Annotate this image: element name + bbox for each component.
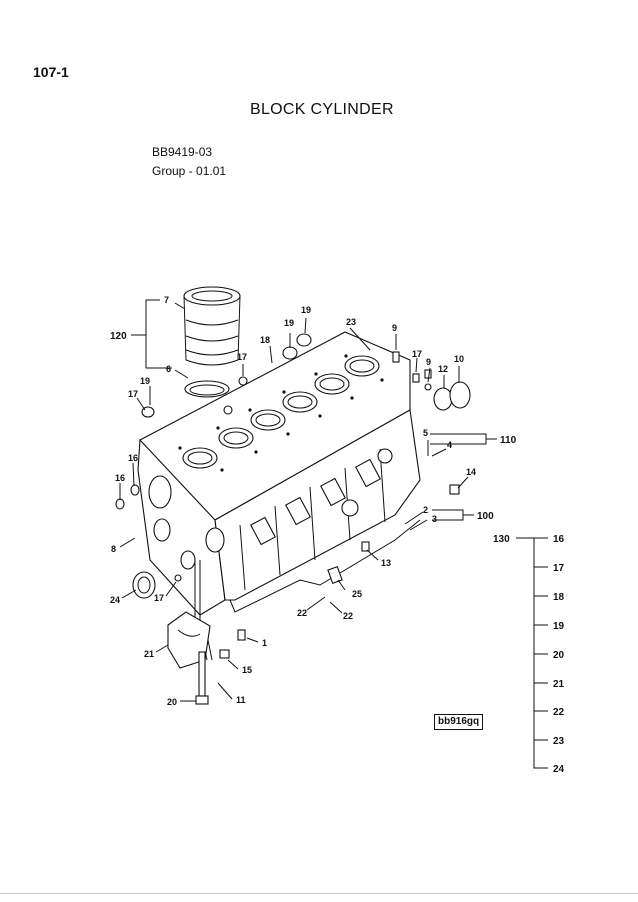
callout-labels: 7 6 120 18 19 19 17 23 9 17 9 12 10 19 1…: [110, 295, 565, 775]
callout-12: 12: [438, 364, 448, 374]
part-code: BB9419-03: [152, 145, 213, 159]
callout-19-b: 19: [301, 305, 311, 315]
kit-130-item-20: 20: [553, 650, 565, 661]
kit-130-item-21: 21: [553, 679, 565, 690]
callout-18: 18: [260, 335, 270, 345]
kit-130-item-16: 16: [553, 534, 565, 545]
cylinder-liner: [183, 286, 241, 366]
callout-22-b: 22: [343, 611, 353, 621]
callout-16-b: 16: [115, 473, 125, 483]
diagram-reference-id: bb916gq: [434, 714, 484, 730]
callout-17-c: 17: [128, 389, 138, 399]
long-bolt: [195, 651, 209, 705]
kit-130-item-23: 23: [553, 736, 565, 747]
callout-9-a: 9: [392, 323, 397, 333]
callout-7: 7: [164, 295, 169, 305]
callout-14: 14: [466, 467, 476, 477]
callout-13: 13: [381, 558, 391, 568]
callout-1: 1: [262, 638, 267, 648]
callout-8: 8: [111, 544, 116, 554]
kit-130-item-22: 22: [553, 707, 565, 718]
callout-100: 100: [477, 511, 494, 522]
kit-130-item-18: 18: [553, 592, 565, 603]
page-bottom-rule: [0, 893, 638, 894]
callout-25: 25: [352, 589, 362, 599]
page-number: 107-1: [33, 64, 69, 80]
callout-130: 130: [493, 534, 510, 545]
callout-17-a: 17: [237, 352, 247, 362]
callout-22-a: 22: [297, 608, 307, 618]
callout-3: 3: [432, 514, 437, 524]
kit-130-item-19: 19: [553, 621, 565, 632]
kit-130-item-17: 17: [553, 563, 565, 574]
leader-lines: [119, 299, 548, 769]
callout-110: 110: [500, 435, 517, 446]
callout-6: 6: [166, 364, 171, 374]
callout-11: 11: [236, 695, 246, 705]
small-plugs: [219, 351, 460, 659]
callout-9-b: 9: [426, 357, 431, 367]
callout-5: 5: [423, 428, 428, 438]
callout-10: 10: [454, 354, 464, 364]
kit-130-item-24: 24: [553, 764, 565, 775]
callout-24: 24: [110, 595, 120, 605]
group-code: Group - 01.01: [152, 164, 227, 178]
callout-19-a: 19: [284, 318, 294, 328]
callout-16-a: 16: [128, 453, 138, 463]
callout-17-d: 17: [154, 593, 164, 603]
callout-120: 120: [110, 331, 127, 342]
callout-2: 2: [423, 505, 428, 515]
callout-23: 23: [346, 317, 356, 327]
liner-o-ring: [184, 380, 230, 398]
callout-20: 20: [167, 697, 177, 707]
callout-17-b: 17: [412, 349, 422, 359]
callout-4: 4: [447, 440, 452, 450]
callout-15: 15: [242, 665, 252, 675]
engine-block-drawing: [137, 331, 421, 661]
page-title: BLOCK CYLINDER: [250, 101, 394, 118]
callout-21: 21: [144, 649, 154, 659]
callout-19-c: 19: [140, 376, 150, 386]
